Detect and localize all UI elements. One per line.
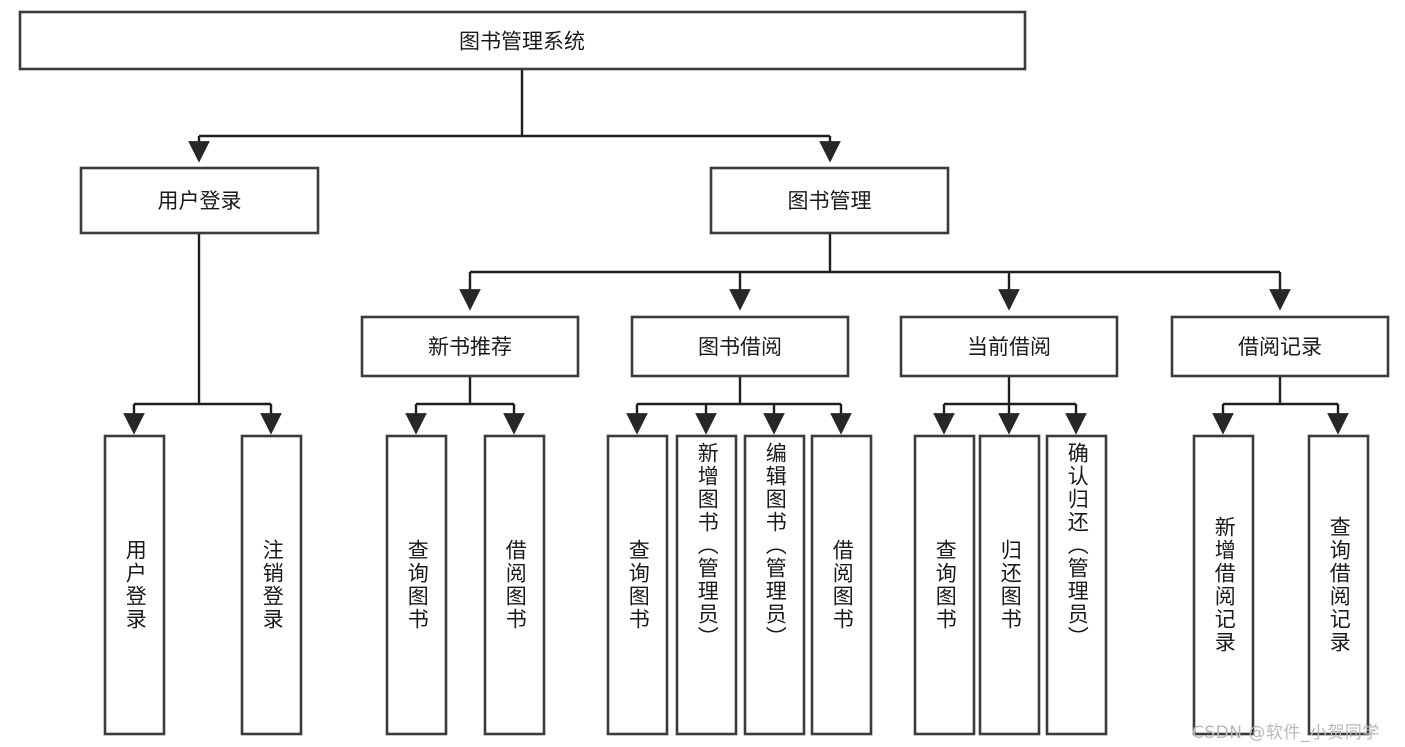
connector-group-current-borrow — [933, 376, 1087, 435]
leaf-box-logout[interactable] — [240, 434, 303, 736]
node-user-login[interactable]: 用户登录 — [79, 166, 320, 235]
leaf-box-return-book[interactable] — [978, 434, 1041, 736]
leaf-box-add-book[interactable] — [675, 434, 738, 736]
node-current-borrow-box[interactable] — [899, 315, 1119, 378]
connector-group-user-login — [123, 233, 282, 435]
leaf-box-query-book-1[interactable] — [385, 434, 448, 736]
node-user-login-label: 用户登录 — [158, 189, 242, 213]
connector-group-book-borrow — [626, 376, 852, 435]
node-root-label: 图书管理系统 — [459, 30, 585, 54]
node-new-book-rec-box[interactable] — [360, 315, 580, 378]
leaf-box-borrow-book-2[interactable] — [810, 434, 873, 736]
node-book-borrow-label: 图书借阅 — [698, 335, 782, 359]
leaf-box-query-book-2[interactable] — [606, 434, 669, 736]
leaf-box-borrow-book-1[interactable] — [483, 434, 546, 736]
node-borrow-record-label: 借阅记录 — [1238, 335, 1322, 359]
leaf-box-user-login[interactable] — [103, 434, 166, 736]
node-user-login-box[interactable] — [79, 166, 320, 235]
leaf-boxes — [103, 434, 1370, 736]
node-book-manage-box[interactable] — [709, 166, 950, 235]
connector-group-root — [188, 69, 841, 163]
node-current-borrow[interactable]: 当前借阅 — [899, 315, 1119, 378]
node-book-borrow-box[interactable] — [630, 315, 850, 378]
node-book-manage[interactable]: 图书管理 — [709, 166, 950, 235]
leaf-box-confirm-return[interactable] — [1045, 434, 1108, 736]
node-borrow-record-box[interactable] — [1170, 315, 1390, 378]
node-root[interactable]: 图书管理系统 — [18, 10, 1027, 71]
leaf-box-query-record[interactable] — [1307, 434, 1370, 736]
connector-group-book-manage — [459, 233, 1291, 311]
watermark-text: CSDN @软件_小贺同学 — [1192, 723, 1380, 743]
node-new-book-rec-label: 新书推荐 — [428, 335, 512, 359]
leaf-box-query-book-3[interactable] — [913, 434, 976, 736]
leaf-box-add-record[interactable] — [1192, 434, 1255, 736]
node-book-manage-label: 图书管理 — [788, 189, 872, 213]
connector-group-borrow-record — [1212, 376, 1349, 435]
node-borrow-record[interactable]: 借阅记录 — [1170, 315, 1390, 378]
node-current-borrow-label: 当前借阅 — [967, 335, 1051, 359]
leaf-box-edit-book[interactable] — [743, 434, 806, 736]
node-root-box[interactable] — [18, 10, 1027, 71]
node-new-book-rec[interactable]: 新书推荐 — [360, 315, 580, 378]
connector-group-new-book-rec — [405, 376, 525, 435]
node-book-borrow[interactable]: 图书借阅 — [630, 315, 850, 378]
